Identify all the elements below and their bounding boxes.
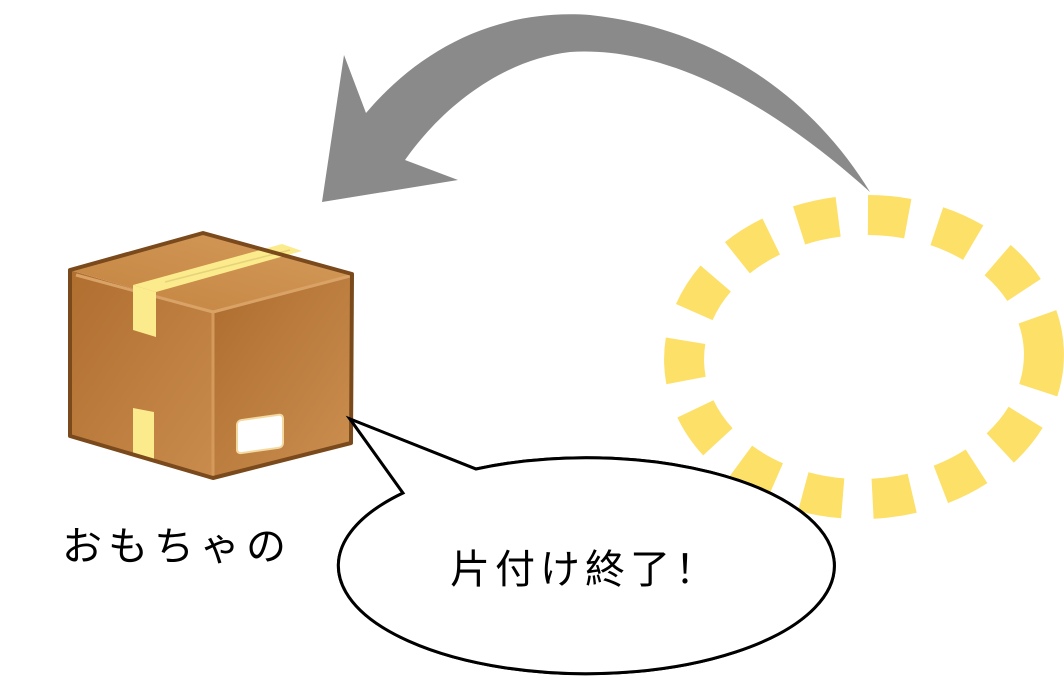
curved-arrow-icon bbox=[322, 14, 870, 203]
dashed-circle-icon bbox=[664, 194, 1064, 520]
cardboard-box-icon bbox=[68, 231, 354, 480]
callout-text: 片付け終了！ bbox=[450, 547, 720, 593]
box-label: おもちゃの bbox=[62, 524, 292, 570]
